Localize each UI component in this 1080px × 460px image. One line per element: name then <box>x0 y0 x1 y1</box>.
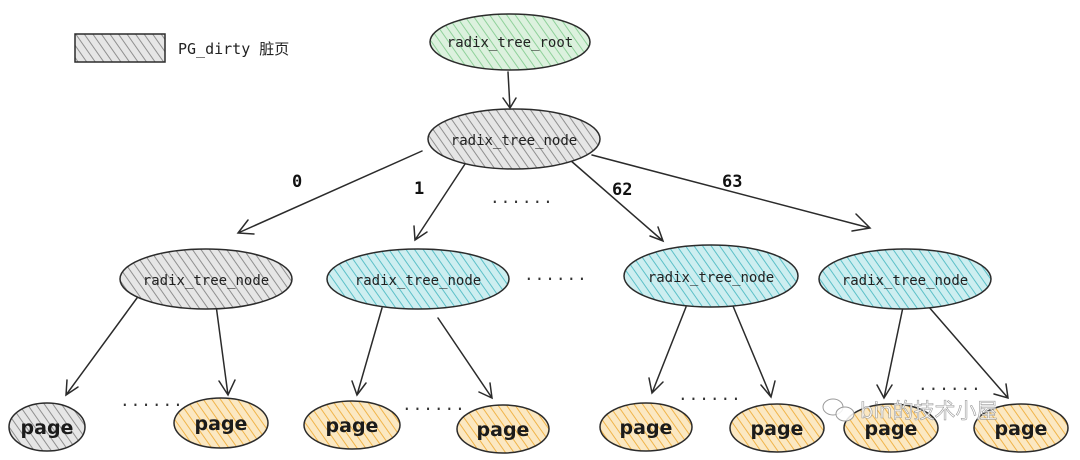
page-5: page <box>599 402 693 452</box>
radix-tree-node-l2-1: radix_tree_node <box>119 248 293 310</box>
edge-label-0: 0 <box>292 172 302 192</box>
edge-root-to-node <box>502 71 517 110</box>
page-6-label: page <box>751 418 804 440</box>
page-6: page <box>729 403 825 453</box>
edge-n1-p1 <box>65 297 138 397</box>
edge-slot-63 <box>591 154 872 232</box>
page-1: page <box>8 402 86 452</box>
edge-slot-0 <box>236 150 423 235</box>
edges <box>65 71 1009 400</box>
legend-label: PG_dirty 脏页 <box>178 40 289 58</box>
node-l2-4-label: radix_tree_node <box>842 273 968 289</box>
node-level1-label: radix_tree_node <box>451 133 577 149</box>
node-l2-1-label: radix_tree_node <box>143 273 269 289</box>
edge-slot-62 <box>569 159 665 243</box>
watermark: bin的技术小屋 <box>822 398 998 423</box>
legend: PG_dirty 脏页 <box>74 33 289 63</box>
wechat-icon <box>822 398 855 422</box>
ellipsis-level2: ...... <box>524 265 588 284</box>
ellipsis-pages-1: ...... <box>120 391 184 410</box>
page-3-label: page <box>326 415 379 437</box>
radix-tree-root: radix_tree_root <box>429 13 591 71</box>
ellipsis-pages-4: ...... <box>918 375 982 394</box>
ellipsis-pages-2: ...... <box>402 395 466 414</box>
page-8: page <box>973 403 1069 453</box>
page-8-label: page <box>995 418 1048 440</box>
page-2: page <box>173 397 269 449</box>
edge-n3-p2 <box>732 305 776 399</box>
legend-swatch <box>74 33 166 63</box>
edge-n2-p2 <box>437 317 493 400</box>
edge-label-63: 63 <box>722 172 742 192</box>
edge-n4-p2 <box>927 305 1009 400</box>
radix-tree-node-l2-4: radix_tree_node <box>818 248 992 310</box>
edge-n3-p1 <box>648 306 687 395</box>
edge-slot-1 <box>413 163 466 242</box>
page-4: page <box>456 404 550 454</box>
page-7-label: page <box>865 418 918 440</box>
edge-label-62: 62 <box>612 180 632 200</box>
root-label: radix_tree_root <box>447 35 573 51</box>
edge-n4-p1 <box>876 306 904 400</box>
watermark-text: bin的技术小屋 <box>860 399 997 423</box>
radix-tree-node-l2-2: radix_tree_node <box>326 248 510 310</box>
ellipsis-pages-3: ...... <box>678 385 742 404</box>
page-7: page <box>843 403 939 453</box>
page-4-label: page <box>477 419 530 441</box>
ellipsis-slots: ...... <box>490 188 554 207</box>
edge-n2-p1 <box>351 307 383 397</box>
page-3: page <box>303 400 401 450</box>
node-l2-2-label: radix_tree_node <box>355 273 481 289</box>
radix-tree-node-level1: radix_tree_node <box>427 108 601 170</box>
page-2-label: page <box>195 413 248 435</box>
node-l2-3-label: radix_tree_node <box>648 270 774 286</box>
edge-label-1: 1 <box>414 179 424 199</box>
page-1-label: page <box>21 417 74 439</box>
edge-n1-p2 <box>215 304 236 397</box>
radix-tree-node-l2-3: radix_tree_node <box>623 244 799 308</box>
page-5-label: page <box>620 417 673 439</box>
